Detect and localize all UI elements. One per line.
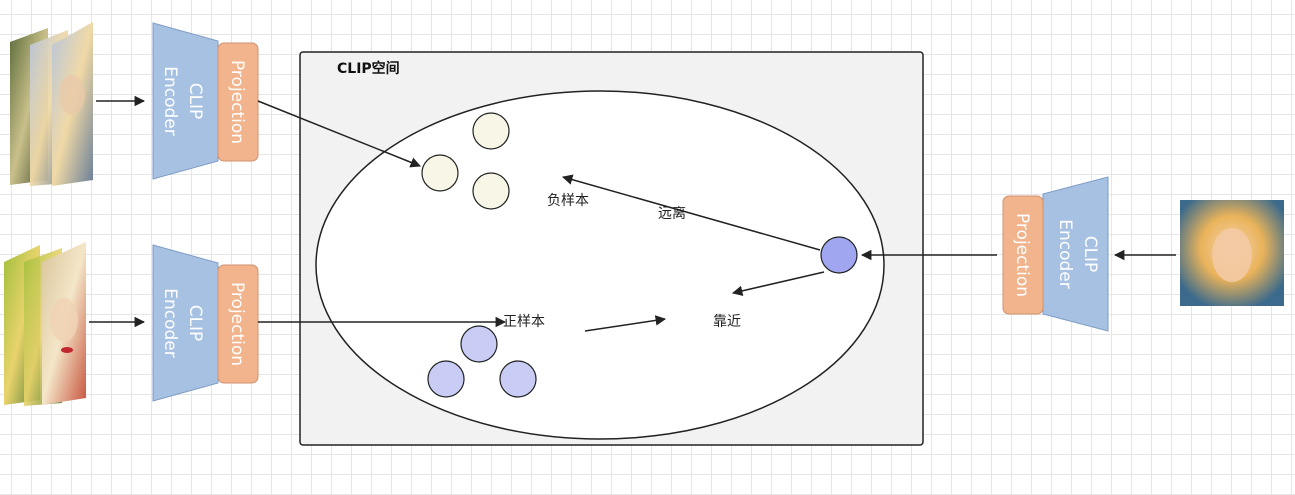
projection-label: Projection <box>227 282 247 366</box>
projection-arrow-top <box>257 100 421 168</box>
push-away-arrow <box>561 174 821 251</box>
anchor-image <box>1180 200 1284 306</box>
clip-label: CLIP <box>185 305 205 342</box>
clip-label: CLIP <box>1080 236 1100 273</box>
negative-sample-circle <box>472 112 510 150</box>
projection-box <box>217 264 259 384</box>
encoder-label: Encoder <box>160 288 180 358</box>
negative-samples-label: 负样本 <box>547 193 589 209</box>
anchor-to-close-arrow <box>731 271 825 296</box>
clip-encoder-right: CLIP Encoder Projection <box>1002 176 1109 332</box>
embedding-ellipse <box>315 90 885 440</box>
encoder-label: Encoder <box>1055 219 1075 289</box>
clip-encoder-bottom: CLIP Encoder Projection <box>152 244 259 402</box>
clip-space-title: CLIP空间 <box>337 60 400 77</box>
negative-image-stack <box>10 22 93 186</box>
positive-samples-label: 正样本 <box>503 314 545 330</box>
positive-sample-circle <box>427 360 465 398</box>
projection-label: Projection <box>227 60 247 144</box>
positive-sample-circle <box>460 325 498 363</box>
positive-sample-circle <box>499 360 537 398</box>
pull-closer-label: 靠近 <box>713 314 741 330</box>
push-away-label: 远离 <box>658 205 686 222</box>
encoder-trapezoid <box>152 244 219 402</box>
projection-label: Projection <box>1012 213 1032 297</box>
projection-box <box>1002 195 1044 315</box>
positive-image-stack <box>4 242 86 406</box>
projection-box <box>217 42 259 162</box>
anchor-circle <box>820 236 858 274</box>
negative-sample-circle <box>472 172 510 210</box>
pull-closer-arrow <box>584 315 667 332</box>
encoder-trapezoid <box>152 22 219 180</box>
clip-encoder-top: CLIP Encoder Projection <box>152 22 259 180</box>
encoder-label: Encoder <box>160 66 180 136</box>
clip-label: CLIP <box>185 83 205 120</box>
negative-sample-circle <box>421 154 459 192</box>
